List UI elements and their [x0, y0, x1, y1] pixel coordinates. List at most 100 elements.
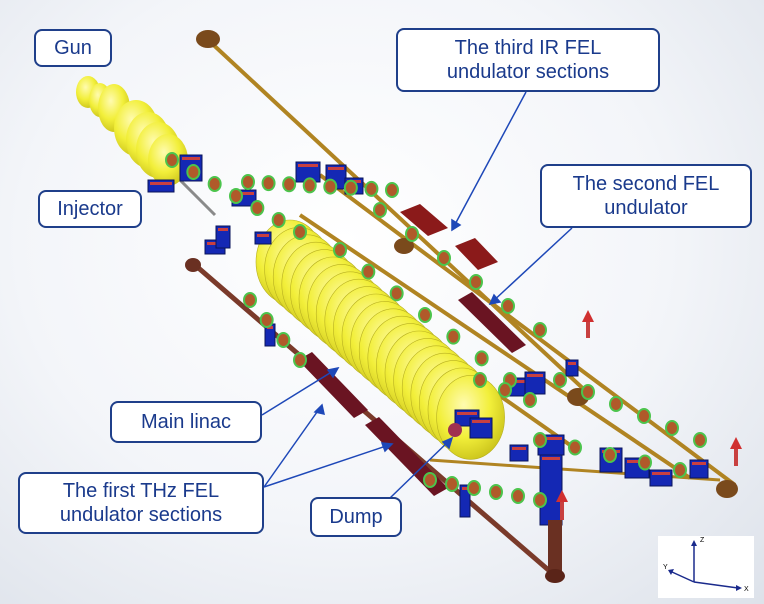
quadrupole-ring	[568, 439, 582, 456]
label-first-thz: The first THz FEL undulator sections	[18, 472, 264, 534]
main-linac-cavities	[255, 219, 505, 460]
magnet-coil	[627, 460, 647, 463]
red-arrows	[556, 310, 742, 520]
quadrupole-ring	[293, 224, 307, 240]
label-main-linac-line1: Main linac	[140, 411, 232, 433]
quadrupole-ring	[302, 177, 317, 194]
third-ir-undulator-2	[455, 238, 498, 270]
label-dump-line1: Dump	[329, 506, 383, 528]
quadrupole-ring	[637, 408, 651, 424]
quadrupole-ring	[282, 176, 297, 193]
quadrupole-ring	[609, 396, 623, 412]
magnet-coil	[267, 326, 273, 329]
quadrupole-ring	[373, 202, 387, 218]
axis-triad-graphic	[668, 540, 742, 591]
quadrupole-ring	[271, 212, 286, 228]
magnet-coil	[540, 437, 562, 440]
dipole-magnet	[215, 225, 231, 249]
red-arrow	[582, 310, 594, 338]
quadrupole-ring	[533, 322, 547, 338]
quadrupole-ring	[186, 164, 201, 180]
leader-second-fel	[489, 227, 573, 305]
quadrupole-ring	[229, 188, 243, 204]
quadrupole-rings	[165, 152, 707, 508]
leader-thz-2	[263, 443, 393, 488]
label-first-thz-line1: The first THz FEL	[62, 480, 220, 502]
second-fel-undulator	[458, 292, 526, 353]
quadrupole-ring	[467, 480, 481, 496]
first-thz-undulator-1	[298, 352, 368, 418]
red-arrow	[730, 437, 742, 466]
red-arrow	[556, 490, 568, 520]
end-cap	[185, 258, 201, 272]
magnet-coil	[512, 447, 526, 450]
dipole-magnet	[254, 231, 272, 245]
beam-pipe-top	[204, 36, 592, 397]
magnet-coil	[218, 228, 228, 231]
leader-main-linac	[261, 367, 339, 416]
quadrupole-ring	[333, 242, 347, 258]
label-third-ir-line2: undulator sections	[446, 61, 610, 83]
quadrupole-ring	[533, 432, 547, 448]
quadrupole-ring	[638, 454, 652, 471]
magnet-coil	[150, 182, 172, 185]
quadrupole-ring	[553, 372, 567, 388]
quadrupole-ring	[418, 307, 432, 323]
dipole-magnet	[524, 371, 546, 395]
quadrupole-ring	[665, 420, 679, 436]
magnet-coil	[462, 487, 468, 490]
end-cap	[196, 30, 220, 48]
quadrupole-ring	[261, 175, 276, 192]
quadrupole-ring	[241, 174, 255, 190]
beam-pipe-mid	[298, 213, 692, 480]
magnet-coil	[234, 192, 254, 195]
magnet-coil	[692, 462, 706, 465]
quadrupole-ring	[498, 382, 512, 398]
label-first-thz-line2: undulator sections	[59, 504, 223, 526]
leader-third-ir	[451, 91, 527, 231]
magnet-coil	[182, 157, 200, 160]
quadrupole-ring	[423, 472, 437, 488]
quadrupole-ring	[693, 432, 707, 448]
end-cap	[394, 238, 414, 254]
quadrupole-ring	[474, 350, 489, 367]
magnet-coil	[542, 457, 560, 460]
leader-lines	[261, 91, 573, 499]
quadrupole-ring	[473, 372, 487, 388]
quadrupole-ring	[165, 152, 179, 168]
label-second-fel-line1: The second FEL	[572, 173, 720, 195]
leader-thz-1	[263, 404, 323, 488]
axis-x-label: X	[744, 586, 749, 593]
magnet-coil	[298, 164, 318, 167]
dipole-magnet	[147, 179, 175, 193]
quadrupole-ring	[405, 226, 419, 242]
quadrupole-ring	[446, 328, 461, 345]
label-gun: Gun	[34, 29, 112, 67]
label-main-linac: Main linac	[110, 401, 262, 443]
quadrupole-ring	[243, 292, 257, 308]
quadrupole-ring	[250, 200, 265, 216]
label-dump: Dump	[310, 497, 402, 537]
quadrupole-ring	[581, 384, 595, 400]
magnet-coil	[568, 362, 576, 365]
quadrupole-ring	[259, 312, 274, 328]
third-ir-undulator-1	[400, 204, 448, 236]
quadrupole-ring	[511, 488, 525, 504]
axis-y-label: Y	[663, 564, 668, 571]
quadrupole-ring	[343, 179, 358, 196]
magnet-coil	[257, 234, 269, 237]
quadrupole-ring	[361, 263, 376, 280]
quadrupole-ring	[489, 484, 503, 500]
label-third-ir: The third IR FEL undulator sections	[396, 28, 660, 92]
magnet-coil	[472, 420, 490, 423]
quadrupole-ring	[603, 447, 617, 463]
quadrupole-ring	[323, 178, 338, 195]
axis-triad: Z Y X	[658, 536, 754, 598]
label-injector-line1: Injector	[57, 198, 123, 220]
magnet-coil	[207, 242, 223, 245]
dipole-magnet	[539, 454, 563, 526]
magnet-coil	[527, 374, 543, 377]
magnet-coil	[457, 412, 477, 415]
leader-dump	[389, 437, 453, 499]
